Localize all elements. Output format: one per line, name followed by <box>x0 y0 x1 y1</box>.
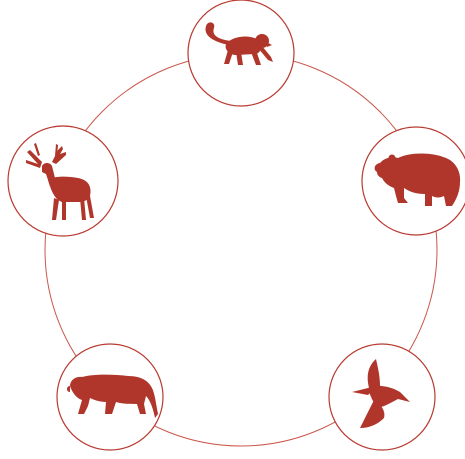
node-deer <box>8 126 118 236</box>
node-bird <box>329 344 435 450</box>
node-tiger <box>57 344 163 450</box>
tiger-icon <box>67 375 158 418</box>
node-bear <box>362 127 465 235</box>
node-monkey <box>188 0 294 106</box>
